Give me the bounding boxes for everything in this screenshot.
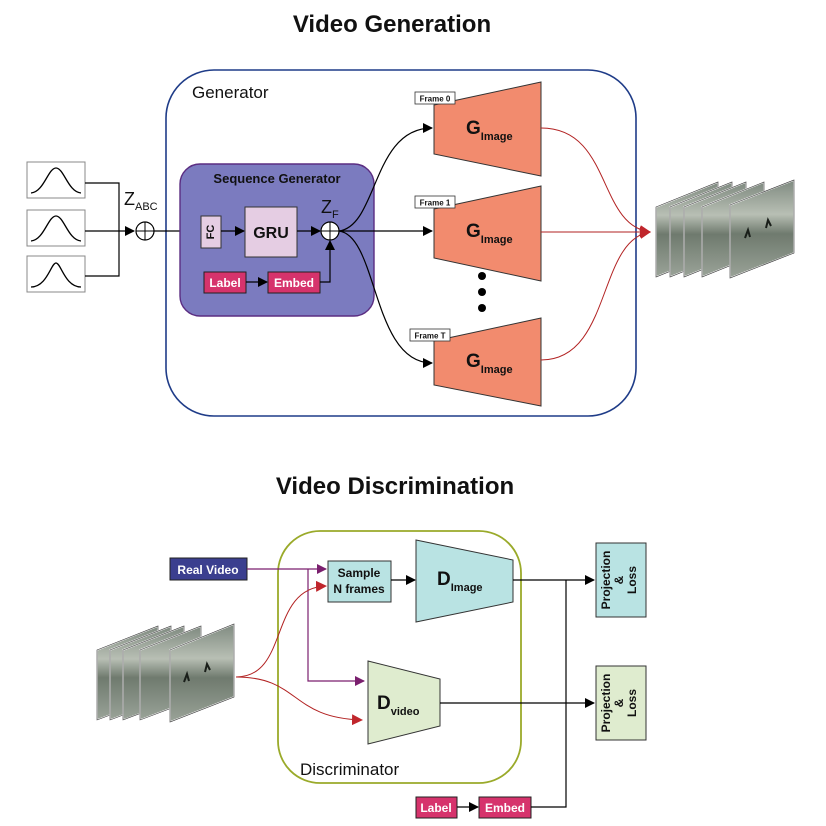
frame-tag-T	[409, 328, 451, 342]
projection-loss-image-line1: Projection	[599, 551, 613, 610]
sample-line1: Sample	[338, 566, 381, 580]
disc-embed-text: Embed	[485, 801, 525, 815]
zf-to-frame0-arrow	[338, 123, 433, 232]
ellipsis-dot-2	[478, 288, 486, 296]
g-image-label-T: GImage	[466, 351, 513, 376]
generated-video-frame	[729, 178, 795, 280]
noise-distribution-2	[26, 209, 86, 247]
d-image-block	[415, 539, 514, 623]
fake-video-stack	[96, 622, 235, 724]
generator-label: Generator	[192, 83, 269, 102]
sample-frames-block	[327, 560, 392, 603]
video-discrimination-title: Video Discrimination	[276, 473, 514, 500]
noise-bracket	[85, 182, 120, 277]
discriminator-container	[277, 530, 522, 784]
gen-embed-text: Embed	[274, 276, 314, 290]
ellipsis-dot-3	[478, 304, 486, 312]
frame-tag-0	[414, 91, 456, 105]
fc-block	[200, 215, 222, 249]
g-image-frame0: GImage	[433, 81, 542, 177]
projection-loss-video-line2: &	[612, 698, 626, 707]
noise-distribution-3	[26, 255, 86, 293]
disc-label-text: Label	[420, 801, 451, 815]
frame-tag-0-text: Frame 0	[420, 95, 451, 104]
gru-block	[244, 206, 298, 258]
z-f-label: ZF	[321, 197, 339, 221]
g-image-label-1: GImage	[466, 221, 513, 246]
gen-label-text: Label	[209, 276, 240, 290]
frame-tag-1-text: Frame 1	[420, 199, 451, 208]
sequence-generator-label: Sequence Generator	[213, 171, 340, 186]
frameT-output-arrow	[540, 228, 651, 361]
d-video-block	[367, 660, 441, 745]
z-abc-label: ZABC	[124, 189, 158, 213]
g-image-frameT: GImage	[433, 317, 542, 407]
z-f-sum-node	[320, 221, 340, 241]
generated-video-stack	[655, 178, 795, 280]
projection-loss-video-line1: Projection	[599, 674, 613, 733]
video-generation-title: Video Generation	[293, 11, 491, 38]
fake-to-sample-arrow	[235, 580, 327, 678]
g-image-frame1: GImage	[433, 185, 542, 282]
frame-tag-1	[414, 195, 456, 209]
generator-container	[165, 69, 637, 417]
projection-loss-video-line3: Loss	[625, 689, 639, 717]
frame-tag-T-text: Frame T	[414, 332, 445, 341]
projection-loss-image-block	[595, 542, 647, 618]
real-video-text: Real Video	[177, 563, 238, 577]
discriminator-label: Discriminator	[300, 760, 400, 779]
fake-to-dvideo-arrow	[235, 676, 363, 726]
z-abc-sum-node	[135, 221, 155, 241]
d-image-label: DImage	[437, 569, 483, 594]
projection-loss-image-line2: &	[612, 575, 626, 584]
projection-loss-image-line3: Loss	[625, 566, 639, 594]
frame0-output-arrow	[540, 127, 651, 237]
embed-to-zf-arrow	[320, 240, 335, 283]
gru-label: GRU	[253, 225, 289, 242]
embed-to-projection-line	[531, 580, 567, 808]
zf-to-frameT-arrow	[338, 230, 433, 368]
g-image-label-0: GImage	[466, 118, 513, 143]
fake-video-frame	[169, 622, 235, 724]
fc-label: FC	[205, 225, 217, 240]
real-to-dvideo-arrow	[307, 569, 365, 686]
ellipsis-dot-1	[478, 272, 486, 280]
d-video-label: Dvideo	[377, 693, 420, 718]
projection-loss-video-block	[595, 665, 647, 741]
sample-line2: N frames	[333, 582, 385, 596]
noise-distribution-1	[26, 161, 86, 199]
